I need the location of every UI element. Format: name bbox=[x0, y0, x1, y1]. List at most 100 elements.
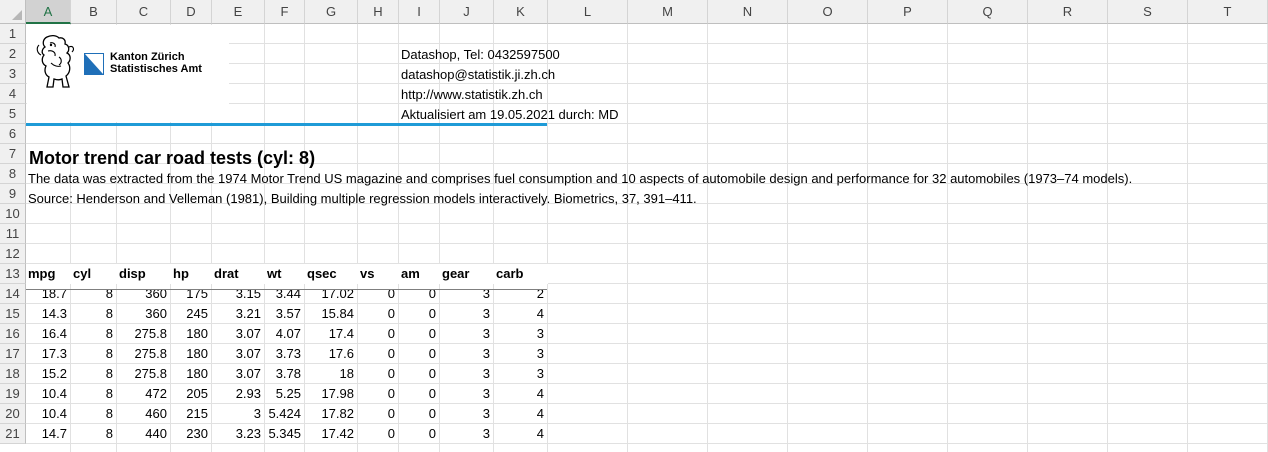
table-cell-gear[interactable]: 3 bbox=[482, 286, 490, 301]
table-cell-hp[interactable]: 180 bbox=[186, 346, 208, 361]
table-cell-am[interactable]: 0 bbox=[428, 406, 436, 421]
table-cell-gear[interactable]: 3 bbox=[482, 406, 490, 421]
table-cell-disp[interactable]: 275.8 bbox=[134, 366, 167, 381]
row-header-21[interactable]: 21 bbox=[0, 424, 26, 444]
table-cell-vs[interactable]: 0 bbox=[387, 426, 395, 441]
row-header-12[interactable]: 12 bbox=[0, 244, 26, 264]
column-header-i[interactable]: I bbox=[399, 0, 440, 24]
table-cell-vs[interactable]: 0 bbox=[387, 406, 395, 421]
table-cell-gear[interactable]: 3 bbox=[482, 346, 490, 361]
table-cell-mpg[interactable]: 10.4 bbox=[41, 386, 67, 401]
table-cell-gear[interactable]: 3 bbox=[482, 306, 490, 321]
table-cell-mpg[interactable]: 10.4 bbox=[41, 406, 67, 421]
table-cell-qsec[interactable]: 15.84 bbox=[321, 306, 354, 321]
row-header-9[interactable]: 9 bbox=[0, 184, 26, 204]
table-cell-drat[interactable]: 3.07 bbox=[235, 366, 261, 381]
table-cell-gear[interactable]: 3 bbox=[482, 386, 490, 401]
table-cell-hp[interactable]: 175 bbox=[186, 286, 208, 301]
table-cell-vs[interactable]: 0 bbox=[387, 326, 395, 341]
column-header-b[interactable]: B bbox=[71, 0, 117, 24]
column-header-l[interactable]: L bbox=[548, 0, 628, 24]
table-cell-drat[interactable]: 3.07 bbox=[235, 326, 261, 341]
table-cell-qsec[interactable]: 17.42 bbox=[321, 426, 354, 441]
column-header-h[interactable]: H bbox=[358, 0, 399, 24]
table-cell-carb[interactable]: 2 bbox=[536, 286, 544, 301]
table-cell-wt[interactable]: 3.78 bbox=[275, 366, 301, 381]
table-cell-wt[interactable]: 5.345 bbox=[268, 426, 301, 441]
table-cell-disp[interactable]: 460 bbox=[145, 406, 167, 421]
table-cell-qsec[interactable]: 17.02 bbox=[321, 286, 354, 301]
table-cell-wt[interactable]: 5.424 bbox=[268, 406, 301, 421]
row-header-5[interactable]: 5 bbox=[0, 104, 26, 124]
table-cell-drat[interactable]: 3.07 bbox=[235, 346, 261, 361]
column-header-f[interactable]: F bbox=[265, 0, 305, 24]
table-cell-vs[interactable]: 0 bbox=[387, 286, 395, 301]
table-cell-vs[interactable]: 0 bbox=[387, 366, 395, 381]
table-cell-drat[interactable]: 3 bbox=[253, 406, 261, 421]
row-header-7[interactable]: 7 bbox=[0, 144, 26, 164]
table-cell-wt[interactable]: 3.73 bbox=[275, 346, 301, 361]
column-header-a[interactable]: A bbox=[26, 0, 71, 24]
table-cell-gear[interactable]: 3 bbox=[482, 326, 490, 341]
column-header-t[interactable]: T bbox=[1188, 0, 1268, 24]
table-cell-wt[interactable]: 4.07 bbox=[275, 326, 301, 341]
row-header-8[interactable]: 8 bbox=[0, 164, 26, 184]
table-cell-qsec[interactable]: 17.4 bbox=[328, 326, 354, 341]
table-cell-carb[interactable]: 4 bbox=[536, 306, 544, 321]
table-cell-mpg[interactable]: 14.7 bbox=[41, 426, 67, 441]
table-cell-carb[interactable]: 3 bbox=[536, 326, 544, 341]
column-header-o[interactable]: O bbox=[788, 0, 868, 24]
row-header-2[interactable]: 2 bbox=[0, 44, 26, 64]
table-cell-disp[interactable]: 472 bbox=[145, 386, 167, 401]
table-cell-mpg[interactable]: 14.3 bbox=[41, 306, 67, 321]
column-header-k[interactable]: K bbox=[494, 0, 548, 24]
table-cell-wt[interactable]: 3.44 bbox=[275, 286, 301, 301]
column-header-s[interactable]: S bbox=[1108, 0, 1188, 24]
column-header-j[interactable]: J bbox=[440, 0, 494, 24]
table-cell-drat[interactable]: 3.23 bbox=[235, 426, 261, 441]
column-header-d[interactable]: D bbox=[171, 0, 212, 24]
table-cell-wt[interactable]: 3.57 bbox=[275, 306, 301, 321]
table-cell-gear[interactable]: 3 bbox=[482, 366, 490, 381]
table-cell-disp[interactable]: 360 bbox=[145, 286, 167, 301]
table-cell-hp[interactable]: 180 bbox=[186, 326, 208, 341]
column-header-g[interactable]: G bbox=[305, 0, 358, 24]
column-header-n[interactable]: N bbox=[708, 0, 788, 24]
row-header-14[interactable]: 14 bbox=[0, 284, 26, 304]
table-cell-mpg[interactable]: 17.3 bbox=[41, 346, 67, 361]
table-cell-disp[interactable]: 440 bbox=[145, 426, 167, 441]
row-header-16[interactable]: 16 bbox=[0, 324, 26, 344]
table-cell-carb[interactable]: 3 bbox=[536, 346, 544, 361]
table-cell-am[interactable]: 0 bbox=[428, 326, 436, 341]
table-cell-cyl[interactable]: 8 bbox=[105, 386, 113, 401]
table-cell-cyl[interactable]: 8 bbox=[105, 346, 113, 361]
table-cell-drat[interactable]: 2.93 bbox=[235, 386, 261, 401]
row-header-1[interactable]: 1 bbox=[0, 24, 26, 44]
row-header-15[interactable]: 15 bbox=[0, 304, 26, 324]
table-cell-carb[interactable]: 4 bbox=[536, 426, 544, 441]
table-cell-hp[interactable]: 180 bbox=[186, 366, 208, 381]
table-cell-hp[interactable]: 215 bbox=[186, 406, 208, 421]
table-cell-carb[interactable]: 3 bbox=[536, 366, 544, 381]
row-header-18[interactable]: 18 bbox=[0, 364, 26, 384]
table-cell-drat[interactable]: 3.21 bbox=[235, 306, 261, 321]
table-cell-wt[interactable]: 5.25 bbox=[275, 386, 301, 401]
row-header-4[interactable]: 4 bbox=[0, 84, 26, 104]
row-header-13[interactable]: 13 bbox=[0, 264, 26, 284]
table-cell-qsec[interactable]: 18 bbox=[339, 366, 354, 381]
table-cell-vs[interactable]: 0 bbox=[387, 306, 395, 321]
column-header-q[interactable]: Q bbox=[948, 0, 1028, 24]
row-header-17[interactable]: 17 bbox=[0, 344, 26, 364]
table-cell-drat[interactable]: 3.15 bbox=[235, 286, 261, 301]
table-cell-hp[interactable]: 245 bbox=[186, 306, 208, 321]
table-cell-cyl[interactable]: 8 bbox=[105, 286, 113, 301]
table-cell-am[interactable]: 0 bbox=[428, 286, 436, 301]
column-header-r[interactable]: R bbox=[1028, 0, 1108, 24]
table-cell-vs[interactable]: 0 bbox=[387, 346, 395, 361]
table-cell-qsec[interactable]: 17.6 bbox=[328, 346, 354, 361]
table-cell-vs[interactable]: 0 bbox=[387, 386, 395, 401]
column-header-c[interactable]: C bbox=[117, 0, 171, 24]
table-cell-gear[interactable]: 3 bbox=[482, 426, 490, 441]
row-header-11[interactable]: 11 bbox=[0, 224, 26, 244]
column-header-p[interactable]: P bbox=[868, 0, 948, 24]
